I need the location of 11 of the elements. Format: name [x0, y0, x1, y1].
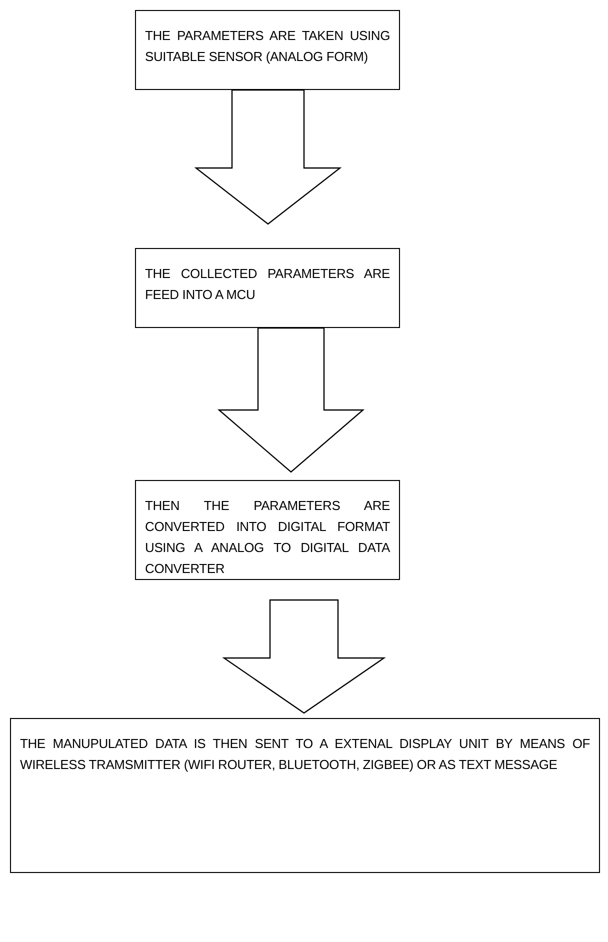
- hollow-arrow: [217, 327, 365, 473]
- process-box: [135, 480, 400, 580]
- process-box: [135, 10, 400, 90]
- box-text: THE COLLECTED PARAMETERS ARE FEED INTO A MCU: [145, 265, 390, 304]
- hollow-arrow: [222, 599, 386, 714]
- process-box: [135, 248, 400, 328]
- hollow-arrow: [194, 89, 342, 225]
- box-text: THE PARAMETERS ARE TAKEN USING SUITABLE SENSOR (ANALOG FORM): [145, 27, 390, 66]
- box-text: THE MANUPULATED DATA IS THEN SENT TO A EXTENAL DISPLAY UNIT BY MEANS OF WIRELESS TRAMSMITTER (WIFI ROUTER, BLUETOOTH, ZIGBEE) OR AS TEXT MESSAGE: [20, 735, 590, 774]
- process-box: [10, 718, 600, 873]
- box-text: THEN THE PARAMETERS ARE CONVERTED INTO DIGITAL FORMAT USING A ANALOG TO DIGITAL DATA CONVERTER: [145, 497, 390, 578]
